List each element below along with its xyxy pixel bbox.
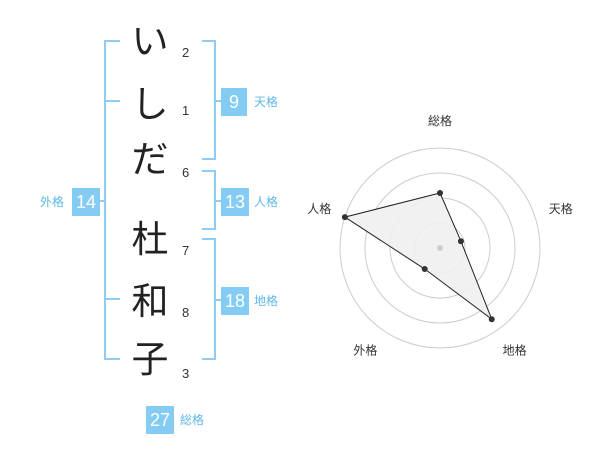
gaikaku-value-badge: 14 bbox=[72, 188, 100, 216]
stroke-count-5: 8 bbox=[182, 305, 190, 320]
chikaku-connector bbox=[214, 299, 222, 301]
radar-polygon bbox=[343, 192, 493, 321]
radar-center-dot bbox=[437, 245, 443, 251]
gaikaku-inner-tick-bottom bbox=[104, 298, 120, 300]
soukaku-value-badge: 27 bbox=[146, 406, 174, 434]
jinkaku-label: 人格 bbox=[254, 195, 279, 209]
stroke-count-1: 2 bbox=[182, 45, 190, 60]
jinkaku-connector bbox=[214, 200, 222, 202]
radar-axis-label: 外格 bbox=[353, 343, 377, 358]
radar-axis-label: 天格 bbox=[549, 201, 573, 216]
tenkaku-label: 天格 bbox=[254, 95, 279, 109]
radar-ring bbox=[339, 147, 541, 349]
stroke-count-3: 6 bbox=[182, 165, 190, 180]
stroke-count-4: 7 bbox=[182, 243, 190, 258]
name-char-6: 子 bbox=[131, 338, 169, 381]
name-char-2: し bbox=[131, 83, 169, 126]
chikaku-value-badge: 18 bbox=[221, 287, 249, 315]
gaikaku-inner-tick-top bbox=[104, 100, 120, 102]
radar-point bbox=[457, 238, 464, 245]
gaikaku-label: 外格 bbox=[40, 195, 65, 209]
stroke-count-6: 3 bbox=[182, 366, 190, 381]
radar-axis-label: 地格 bbox=[503, 343, 527, 358]
radar-point bbox=[488, 316, 495, 323]
radar-point bbox=[421, 266, 428, 273]
radar-point bbox=[437, 190, 443, 196]
soukaku-label: 総格 bbox=[180, 413, 205, 427]
chikaku-label: 地格 bbox=[254, 294, 279, 308]
stroke-count-2: 1 bbox=[182, 103, 190, 118]
radar-axis-label: 人格 bbox=[307, 201, 331, 216]
name-char-1: い bbox=[131, 20, 169, 63]
name-char-4: 杜 bbox=[131, 218, 169, 261]
tenkaku-value-badge: 9 bbox=[221, 88, 247, 116]
name-char-5: 和 bbox=[131, 280, 169, 323]
jinkaku-value-badge: 13 bbox=[221, 188, 249, 216]
radar-axis-label: 総格 bbox=[428, 113, 452, 128]
gaikaku-connector bbox=[98, 200, 106, 202]
tenkaku-connector bbox=[214, 100, 222, 102]
radar-point bbox=[341, 214, 348, 221]
radar-ring bbox=[364, 172, 516, 324]
radar-points bbox=[341, 190, 495, 323]
name-char-3: だ bbox=[131, 138, 169, 181]
